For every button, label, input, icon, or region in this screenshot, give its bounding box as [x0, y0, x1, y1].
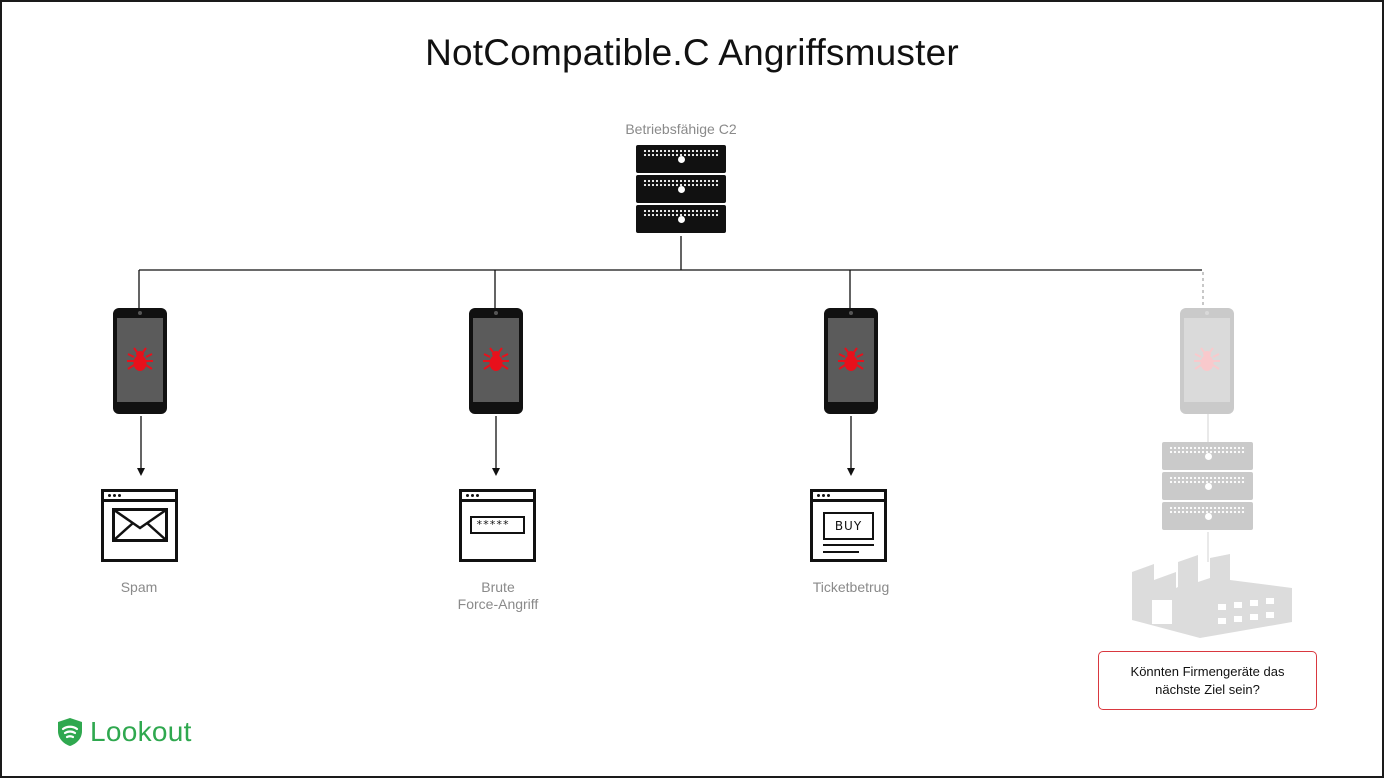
lookout-logo: Lookout: [56, 716, 192, 748]
infected-phone-icon: [824, 308, 878, 414]
bug-icon: [483, 347, 509, 371]
server-rack-icon: [636, 145, 726, 235]
bug-icon: [838, 347, 864, 371]
c2-server-label: Betriebsfähige C2: [625, 121, 737, 137]
faded-server-rack-icon: [1162, 442, 1253, 532]
diagram-title: NotCompatible.C Angriffsmuster: [425, 32, 959, 73]
factory-icon: [1132, 554, 1292, 638]
faded-infected-phone-icon: [1180, 308, 1234, 414]
buy-button-graphic: BUY: [823, 512, 874, 540]
infected-phone-icon: [113, 308, 167, 414]
password-window-icon: *****: [459, 489, 536, 562]
infected-phone-icon: [469, 308, 523, 414]
bug-icon: [127, 347, 153, 371]
ticket-fraud-label: Ticketbetrug: [812, 579, 890, 595]
brute-force-label: Brute Force-Angriff: [457, 579, 539, 612]
next-target-callout: Könnten Firmengeräte das nächste Ziel se…: [1098, 651, 1317, 710]
envelope-icon: [112, 508, 168, 542]
password-field: *****: [470, 516, 525, 534]
spam-label: Spam: [120, 579, 158, 595]
brand-name: Lookout: [90, 716, 192, 747]
lookout-shield-icon: [58, 718, 82, 746]
bug-icon: [1194, 347, 1220, 371]
callout-text: Könnten Firmengeräte das nächste Ziel se…: [1130, 663, 1285, 697]
envelope-window-icon: [101, 489, 178, 562]
buy-window-icon: BUY: [810, 489, 887, 562]
